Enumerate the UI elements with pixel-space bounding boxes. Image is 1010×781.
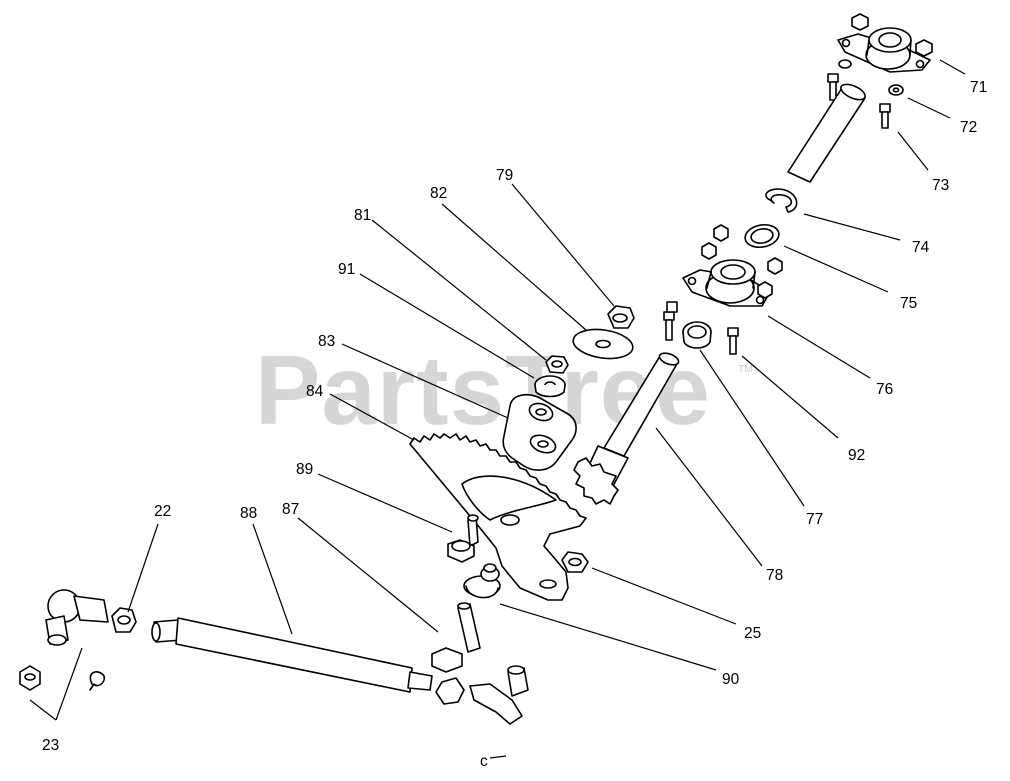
callout-77: 77	[806, 511, 823, 528]
trademark-mark: TM	[738, 364, 752, 375]
callout-82: 82	[430, 185, 447, 202]
nut-22	[111, 607, 137, 633]
right-ball-joint	[435, 665, 529, 725]
callout-91: 91	[338, 261, 355, 278]
callout-23: 23	[42, 737, 59, 754]
callout-84: 84	[306, 383, 324, 400]
callout-25: 25	[744, 625, 761, 642]
upper-steering-shaft	[787, 83, 866, 183]
top-lock-washers-72	[838, 59, 904, 96]
retaining-ring-74	[765, 188, 798, 213]
steering-shaft-78	[573, 352, 680, 505]
signature-mark: c	[480, 753, 488, 770]
shoulder-bolt-89	[447, 514, 479, 563]
callout-92: 92	[848, 447, 865, 464]
nut-23	[19, 665, 41, 691]
washer-82	[572, 328, 634, 360]
nut-79	[607, 305, 635, 329]
leader-lines	[29, 59, 966, 721]
pivot-plate-83	[502, 393, 577, 471]
callout-76: 76	[876, 381, 893, 398]
bolts-92	[663, 301, 739, 355]
flange-nuts	[701, 224, 783, 299]
callout-22: 22	[154, 503, 171, 520]
spacer-ring-75	[744, 223, 780, 249]
callout-88: 88	[240, 505, 257, 522]
callout-74: 74	[912, 239, 930, 256]
bushing-77	[682, 321, 712, 349]
bushing-91	[534, 375, 566, 398]
top-flange-bearing	[837, 27, 931, 73]
drag-link-88	[151, 617, 433, 693]
left-ball-joint	[45, 589, 109, 646]
nut-25	[561, 551, 589, 573]
callout-89: 89	[296, 461, 313, 478]
callout-87: 87	[282, 501, 299, 518]
callout-72: 72	[960, 119, 977, 136]
callout-75: 75	[900, 295, 917, 312]
ball-stud-90	[463, 563, 501, 599]
callout-73: 73	[932, 177, 949, 194]
callout-78: 78	[766, 567, 783, 584]
lower-flange-bearing-76	[682, 259, 771, 307]
sector-gear-84	[409, 433, 587, 601]
callout-90: 90	[722, 671, 740, 688]
signature-stroke	[489, 755, 507, 759]
callout-83: 83	[318, 333, 335, 350]
callout-81: 81	[354, 207, 371, 224]
callout-79: 79	[496, 167, 513, 184]
nut-81	[545, 355, 569, 374]
bolt-87	[431, 602, 481, 673]
cotter-pin-23	[89, 671, 106, 691]
top-nuts	[851, 13, 933, 57]
callout-71: 71	[970, 79, 987, 96]
callout-labels: 71 72 73 74 75 76 77 78 79 82 81 91 83 8…	[42, 79, 987, 754]
